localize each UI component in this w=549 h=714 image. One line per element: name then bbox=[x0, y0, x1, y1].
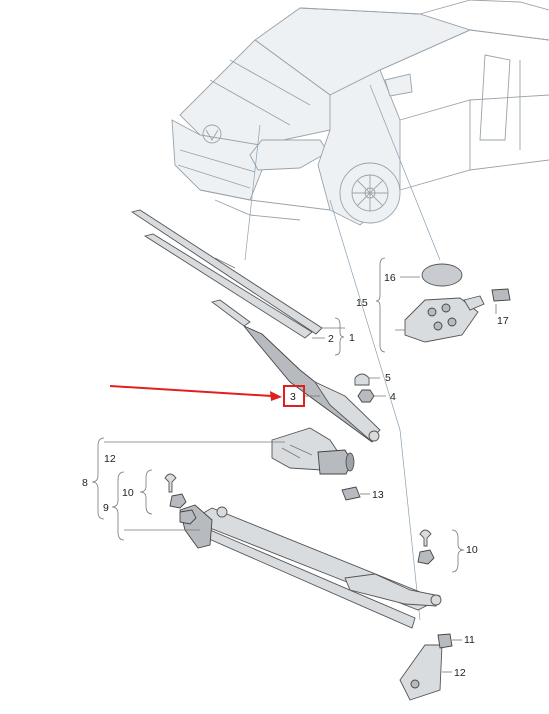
wiper-blade-upper bbox=[130, 209, 323, 335]
callout-13: 13 bbox=[372, 489, 384, 501]
rain-sensor bbox=[404, 297, 479, 343]
wiper-blade-lower bbox=[143, 233, 313, 339]
callout-1: 1 bbox=[349, 332, 355, 344]
callout-12-bracket: 12 bbox=[454, 667, 466, 679]
callout-2: 2 bbox=[328, 333, 334, 345]
fasteners bbox=[164, 473, 435, 565]
callout-3: 3 bbox=[290, 391, 296, 403]
highlight-arrow bbox=[109, 385, 305, 407]
callout-8: 8 bbox=[82, 477, 88, 489]
headlight bbox=[249, 139, 329, 171]
callout-10-right: 10 bbox=[466, 544, 478, 556]
callout-15: 15 bbox=[356, 297, 368, 309]
wiper-motor bbox=[271, 427, 361, 501]
callout-16: 16 bbox=[384, 272, 396, 284]
cover-cap bbox=[354, 373, 370, 386]
callout-10-left: 10 bbox=[122, 487, 134, 499]
callout-17: 17 bbox=[497, 315, 509, 327]
highlight-box bbox=[283, 385, 305, 407]
car-illustration bbox=[171, 0, 549, 226]
wiper-arm bbox=[210, 299, 381, 443]
callout-11: 11 bbox=[464, 634, 475, 646]
arrow-head bbox=[270, 391, 282, 401]
mount-bracket bbox=[399, 644, 443, 701]
callout-4: 4 bbox=[390, 391, 396, 403]
wiper-blade-set bbox=[130, 209, 323, 339]
brand-logo bbox=[202, 124, 222, 144]
callout-12-motor: 12 bbox=[104, 453, 116, 465]
hex-nut bbox=[357, 389, 375, 403]
connector bbox=[491, 288, 511, 302]
callout-numbers: 1 2 3 4 5 8 9 10 10 11 12 12 13 15 16 17 bbox=[82, 272, 509, 679]
side-mirror bbox=[384, 73, 413, 97]
nut-and-cap bbox=[354, 373, 375, 403]
motor-plug bbox=[341, 486, 361, 501]
callout-5: 5 bbox=[385, 372, 391, 384]
callout-lines bbox=[91, 257, 497, 673]
sensor-pad bbox=[421, 263, 463, 287]
rain-sensor-assembly bbox=[404, 263, 511, 343]
callout-9: 9 bbox=[103, 502, 109, 514]
